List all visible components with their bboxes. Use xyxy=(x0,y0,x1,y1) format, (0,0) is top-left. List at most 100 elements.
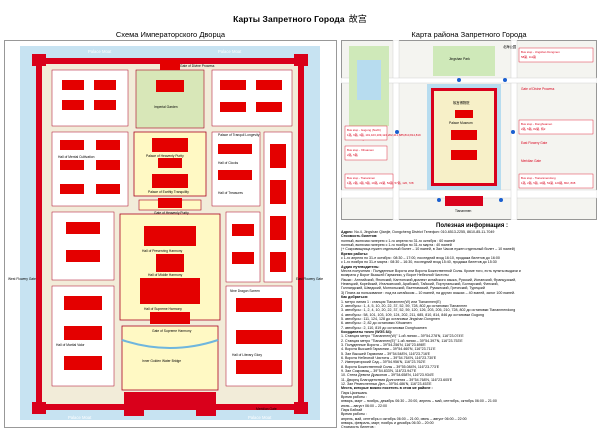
label-wuying: Hall of Martial Valor xyxy=(56,343,85,347)
bus-stop-gugong-routes: 1路, 9路, 3路, 101,103,109,124,202,211,685,… xyxy=(347,132,421,137)
info-line-text: 4. Ворота Высшей Гармонии – 39°54.460'N,… xyxy=(341,347,436,352)
page-title-cn: 故宫 xyxy=(348,15,367,25)
info-line: с 1-го ноября по 31-е марта : 08:30 – 16… xyxy=(341,260,597,264)
gate-heavenly-purity xyxy=(158,198,182,208)
info-line-text: Немецкий, Корейский, Итальянский, Арабск… xyxy=(341,282,499,287)
label-east-flowery: East Flowery Gate xyxy=(296,277,323,281)
bus-stop-markers xyxy=(395,78,515,202)
district-hall-2 xyxy=(451,130,477,140)
east-hall-roofs xyxy=(218,80,286,374)
label-earthly-tranquility: Palace of Earthly Tranquility xyxy=(148,190,189,194)
label-hall-clocks: Hall of Clocks xyxy=(218,161,239,165)
info-line-text: Голландский, Шведский, Монгольский, Вьет… xyxy=(341,286,485,291)
info-line: Аудио путеводитель: xyxy=(341,265,597,269)
palace-earthly-tranquility xyxy=(152,174,188,188)
info-line: 8. Ворота Божественной Силы – 39°55.084'… xyxy=(341,365,597,369)
label-east-flowery-right: East Flowery Gate xyxy=(521,141,547,145)
label-golden-water: Inner Golden Water Bridge xyxy=(142,359,181,363)
hall-supreme-harmony xyxy=(140,278,200,304)
info-line-label: Адрес: xyxy=(341,230,354,234)
bus-stop-donghuamen-title: Bus stop - Donghuamen xyxy=(521,122,553,126)
moat-label-se: Palace Moat xyxy=(248,415,272,420)
district-map[interactable]: Jingshan Park Palace Museum 故宫博物院 北海公园 T… xyxy=(341,40,597,220)
label-jingshan: Jingshan Park xyxy=(449,57,470,61)
info-line: Немецкий, Корейский, Итальянский, Арабск… xyxy=(341,282,597,286)
info-line-label: Аудио путеводитель: xyxy=(341,264,380,269)
info-line-text: 3. автобусы : 1, 2, 4, 10, 20, 22, 37, 5… xyxy=(341,308,516,313)
info-line: Время работы: xyxy=(341,252,597,256)
info-line-text: апрель, май, сентябрь и октябрь 06:00 – … xyxy=(341,416,467,421)
label-gate-supreme-harmony: Gate of Supreme Harmony xyxy=(152,329,192,333)
info-line: 3) Плата за пользование : под на китайск… xyxy=(341,291,597,295)
hall-union xyxy=(158,158,182,168)
info-line-text: Время работы : xyxy=(341,412,368,417)
page-title-ru: Карты Запретного Города xyxy=(233,14,345,24)
bus-box-donghuamen xyxy=(518,119,594,135)
district-map-title: Карта района Запретного Города xyxy=(411,30,527,39)
info-line-label: Время работы: xyxy=(341,251,369,256)
info-line-text: Стоимость билетов : xyxy=(341,425,376,428)
info-line: январь, март – ноябрь, декабрь 06:30 – 2… xyxy=(341,399,597,403)
info-line: 4. Ворота Высшей Гармонии – 39°54.460'N,… xyxy=(341,347,597,351)
info-line: полный, включая галерею с 1-го апреля по… xyxy=(341,239,597,243)
info-line-text: Языки : Английский, Японский, Кантонский… xyxy=(341,277,517,282)
info-line: 5. Зал Высшей Гармонии – 39°54.548'N, 11… xyxy=(341,352,597,356)
hall-middle-harmony xyxy=(156,254,184,272)
info-line: январь, февраль, март, ноябрь и декабрь … xyxy=(341,421,597,425)
info-line-text: 1. метро линия 1 : станция Tiananmen(W) … xyxy=(341,299,441,304)
info-line-text: 1. Станция метро "Tiananmen(W)" 1-ой лин… xyxy=(341,334,464,339)
bus-stop-tiananmendong-routes: 1路, 2路, 5路, 10路, 52路, 120路, 802, 808 xyxy=(521,180,576,185)
info-line-label: Стоимость билетов: xyxy=(341,234,378,239)
info-line: 3. автобусы : 1, 2, 4, 10, 20, 22, 37, 5… xyxy=(341,308,597,312)
info-line: Координаты точек (WGS 84): xyxy=(341,330,597,334)
info-line: 10. Стена Девяти Драконов – 39°54.658'N,… xyxy=(341,373,597,377)
district-hall-3 xyxy=(451,150,477,160)
info-line-text: 3. Полуденные Ворота – 39°54.256'N, 116°… xyxy=(341,342,426,347)
info-line: 2. автобусы : 1, 4, 5, 10, 20, 22, 37, 5… xyxy=(341,304,597,308)
info-line-text: (+ Сокровищница нужен отдельный билет – … xyxy=(341,247,515,252)
golden-water-stream xyxy=(121,339,219,349)
label-middle-harmony: Hall of Middle Harmony xyxy=(148,273,183,277)
info-line: апрель, май, сентябрь и октябрь 06:00 – … xyxy=(341,417,597,421)
info-line: Места получения : Полуденные Ворота или … xyxy=(341,269,597,273)
bus-box-xihuamen xyxy=(344,145,388,161)
district-hall-1 xyxy=(455,110,473,118)
gate-divine-prowess xyxy=(160,60,180,70)
bus-stop-boxes: Bus stop - Gugong (North) 1路, 9路, 3路, 10… xyxy=(344,47,594,189)
corner-tower-ne xyxy=(294,54,308,66)
info-line: июнь – август 06:00 – 22:00 xyxy=(341,404,597,408)
label-mental-cultivation: Hall of Mental Cultivation xyxy=(58,155,95,159)
west-hall-roofs xyxy=(60,80,120,370)
info-line-text: 12. Зал Ремесленных Дел – 39°54.486'N, 1… xyxy=(341,382,432,387)
label-meridian-right: Meridian Gate xyxy=(521,159,541,163)
bus-box-gugong xyxy=(344,125,388,141)
info-line-text: 3) Плата за пользование : под на китайск… xyxy=(341,290,516,295)
bus-stop-tiananmendong-title: Bus stop - Tiananmendong xyxy=(521,176,556,180)
palace-plan-map[interactable]: Palace Moat Palace Moat Palace Moat Pala… xyxy=(4,40,337,428)
info-line-text: возврата у Ворот Высшей Гармонии, у Воро… xyxy=(341,273,449,278)
label-imperial-garden: Imperial Garden xyxy=(154,105,178,109)
info-line-text: 9. Зал Сокровищ – 39°54.833'N, 116°23.94… xyxy=(341,369,417,373)
info-line: Стоимость билетов: xyxy=(341,234,597,238)
info-line: с 1-го апреля по 31-е октября : 08:30 – … xyxy=(341,256,597,260)
bus-box-tiananmendong xyxy=(518,173,594,189)
info-line: 9. Зал Сокровищ – 39°54.833'N, 116°23.94… xyxy=(341,369,597,373)
info-line-text: 11. Дворец Благоденствия Долголетия – 39… xyxy=(341,377,453,382)
info-line: 6. Ворота Небесной Чистоты – 39°54.764'N… xyxy=(341,356,597,360)
label-wenhua: Hall of Literary Glory xyxy=(232,353,262,357)
info-line: Парк Бэйхай xyxy=(341,408,597,412)
info-line-text: Парк Цзиншань xyxy=(341,390,368,395)
beihai-lake xyxy=(357,60,381,100)
moat-label-sw: Palace Moat xyxy=(68,415,92,420)
corner-tower-sw xyxy=(32,402,46,414)
label-tiananmen: Tiananmen xyxy=(455,209,472,213)
bus-stop-tiananmen-routes: 1路, 2路, 4路, 5路, 10路, 22路, 52路, 57路, 120,… xyxy=(347,180,414,185)
info-line-text: январь, март – ноябрь, декабрь 06:30 – 2… xyxy=(341,399,497,404)
hall-heavenly-purity xyxy=(152,138,188,152)
info-line-text: 6. Ворота Небесной Чистоты – 39°54.764'N… xyxy=(341,355,437,360)
info-line-text: 5. автобусы : 111, 124, 128 до остановки… xyxy=(341,316,440,321)
info-heading: Полезная информация : xyxy=(436,223,508,229)
info-line-label: Как добраться: xyxy=(341,295,369,300)
info-line-text: 2. Станция метро "Tiananmen(E)" 1-ой лин… xyxy=(341,338,463,343)
